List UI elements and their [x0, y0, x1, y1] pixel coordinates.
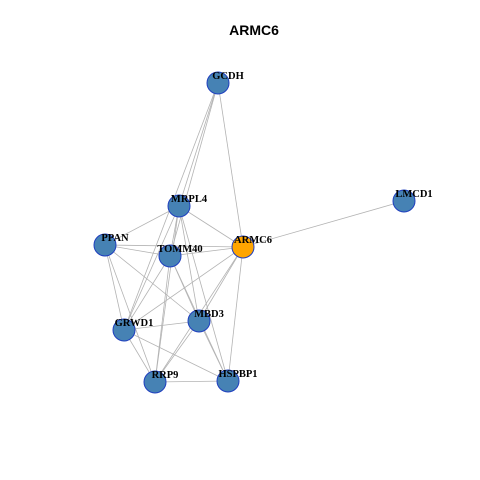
edge-mrpl4-rrp9 [154, 205, 180, 383]
node-armc6: ARMC6 [231, 235, 272, 259]
edge-rrp9-hspbp1 [154, 380, 229, 383]
node-label-hspbp1: HSPBP1 [218, 369, 257, 380]
node-circle-ppan [93, 233, 117, 257]
node-lmcd1: LMCD1 [392, 189, 433, 213]
edge-tomm40-armc6 [169, 246, 244, 257]
node-gcdh: GCDH [206, 71, 244, 95]
edge-mrpl4-hspbp1 [178, 205, 229, 382]
edge-mrpl4-mbd3 [178, 205, 200, 322]
edge-gcdh-armc6 [217, 82, 244, 248]
node-label-grwd1: GRWD1 [115, 318, 154, 329]
edge-gcdh-mrpl4 [178, 82, 219, 207]
node-label-rrp9: RRP9 [152, 370, 179, 381]
node-rrp9: RRP9 [143, 370, 179, 394]
edge-ppan-grwd1 [104, 244, 125, 331]
edge-mbd3-rrp9 [154, 320, 200, 383]
edge-layer [104, 82, 405, 383]
edge-mrpl4-ppan [104, 205, 180, 246]
node-circle-tomm40 [158, 244, 182, 268]
node-label-mbd3: MBD3 [194, 309, 224, 320]
node-label-ppan: PPAN [101, 233, 129, 244]
node-ppan: PPAN [93, 233, 129, 257]
node-circle-grwd1 [112, 318, 136, 342]
edge-ppan-mbd3 [104, 244, 200, 322]
edge-armc6-grwd1 [123, 246, 244, 331]
edge-grwd1-hspbp1 [123, 329, 229, 382]
node-mrpl4: MRPL4 [167, 194, 208, 218]
node-label-gcdh: GCDH [212, 71, 244, 82]
edge-mrpl4-armc6 [178, 205, 244, 248]
node-hspbp1: HSPBP1 [216, 369, 258, 393]
node-circle-mrpl4 [167, 194, 191, 218]
node-circle-rrp9 [143, 370, 167, 394]
edge-armc6-mbd3 [198, 246, 244, 322]
node-circle-mbd3 [187, 309, 211, 333]
node-label-armc6: ARMC6 [234, 235, 272, 246]
edge-tomm40-grwd1 [123, 255, 171, 331]
edge-armc6-hspbp1 [227, 246, 244, 382]
diagram-title: ARMC6 [229, 22, 279, 38]
edge-lmcd1-armc6 [242, 200, 405, 248]
edge-ppan-rrp9 [104, 244, 156, 383]
node-circle-armc6 [231, 235, 255, 259]
node-mbd3: MBD3 [187, 309, 224, 333]
node-circle-hspbp1 [216, 369, 240, 393]
node-label-tomm40: TOMM40 [157, 244, 202, 255]
node-tomm40: TOMM40 [157, 244, 203, 268]
node-circle-gcdh [206, 71, 230, 95]
node-label-mrpl4: MRPL4 [171, 194, 208, 205]
edge-tomm40-rrp9 [154, 255, 171, 383]
node-circle-lmcd1 [392, 189, 416, 213]
node-label-lmcd1: LMCD1 [395, 189, 432, 200]
edge-grwd1-mbd3 [123, 320, 200, 331]
edge-gcdh-tomm40 [169, 82, 219, 257]
node-grwd1: GRWD1 [112, 318, 154, 342]
edge-mrpl4-grwd1 [123, 205, 180, 331]
